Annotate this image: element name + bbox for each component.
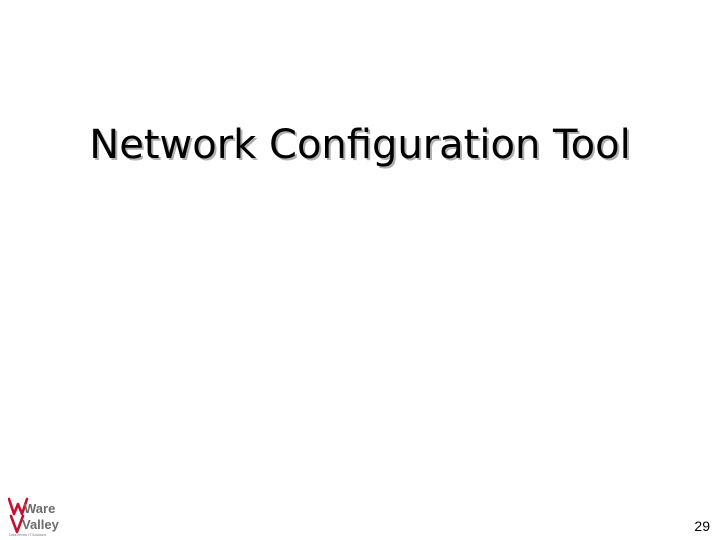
logo-w-mark bbox=[8, 497, 29, 516]
logo-line1: Ware bbox=[24, 501, 55, 516]
logo-tagline: Data-centric IT Solutions bbox=[9, 533, 46, 537]
warevalley-logo: Ware Valley Data-centric IT Solutions bbox=[8, 496, 72, 538]
logo-v-mark bbox=[9, 514, 25, 534]
slide-title: Network Configuration Tool bbox=[89, 122, 631, 168]
logo-line2: Valley bbox=[22, 517, 60, 532]
page-number: 29 bbox=[694, 518, 710, 534]
